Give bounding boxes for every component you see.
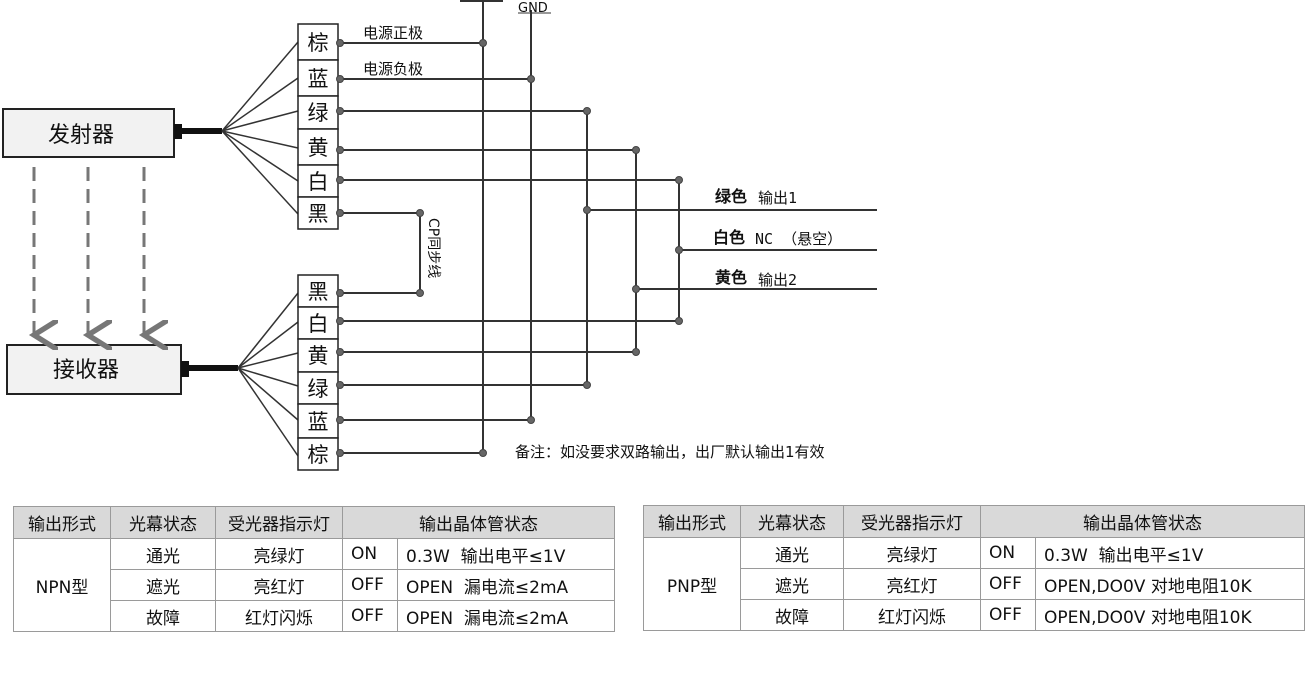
npn-header-transistor: 输出晶体管状态 [342,506,615,539]
wiring-diagram: GND 电源正极 电源负极 发射器 接收器 棕 [2,0,877,471]
indicator-cell: 亮红灯 [843,568,981,600]
emitter-wire-white: 白 [308,170,329,194]
indicator-cell: 亮绿灯 [843,537,981,569]
receiver-terminals [297,274,339,471]
indicator-cell: 亮绿灯 [215,538,343,570]
npn-header-output-type: 输出形式 [13,506,111,539]
receiver-wire-green: 绿 [308,377,329,401]
emitter-wire-green: 绿 [308,101,329,125]
detail-cell: 0.3W 输出电平≤1V [1035,537,1305,569]
pnp-header-output-type: 输出形式 [643,505,741,538]
table-row: 遮光 亮红灯 OFF OPEN 漏电流≤2mA [14,569,615,601]
on-off-cell: OFF [342,600,398,632]
on-off-cell: OFF [980,568,1036,600]
detail-cell: OPEN 漏电流≤2mA [397,600,615,632]
pnp-table: 输出形式 光幕状态 受光器指示灯 输出晶体管状态 PNP型 通光 亮绿灯 ON … [643,505,1305,631]
pnp-header-transistor: 输出晶体管状态 [980,505,1305,538]
pnp-header-row: 输出形式 光幕状态 受光器指示灯 输出晶体管状态 [643,505,1305,538]
on-off-cell: OFF [980,599,1036,631]
supply-negative-label: 电源负极 [363,60,423,78]
state-cell: 通光 [740,537,844,569]
detail-cell: 0.3W 输出电平≤1V [397,538,615,570]
receiver-box [6,344,182,395]
indicator-cell: 红灯闪烁 [215,600,343,632]
emitter-connector [174,124,182,139]
receiver-wire-blue: 蓝 [308,410,329,434]
on-off-cell: ON [342,538,398,570]
output-nc-color: 白色 [713,228,745,247]
pnp-header-curtain-state: 光幕状态 [740,505,844,538]
state-cell: 故障 [740,599,844,631]
detail-cell: OPEN 漏电流≤2mA [397,569,615,601]
on-off-cell: ON [980,537,1036,569]
emitter-fan-wires [221,41,299,215]
output-nc-desc: NC （悬空） [755,230,842,248]
npn-header-row: 输出形式 光幕状态 受光器指示灯 输出晶体管状态 [13,506,615,539]
state-cell: 遮光 [110,569,216,601]
npn-header-indicator: 受光器指示灯 [215,506,343,539]
detail-cell: OPEN,DO0V 对地电阻10K [1035,599,1305,631]
table-row: PNP型 通光 亮绿灯 ON 0.3W 输出电平≤1V [643,537,1305,631]
output-2-desc: 输出2 [758,271,797,289]
npn-table: 输出形式 光幕状态 受光器指示灯 输出晶体管状态 NPN型 通光 亮绿灯 ON … [13,506,615,632]
pnp-header-indicator: 受光器指示灯 [843,505,981,538]
state-cell: 通光 [110,538,216,570]
on-off-cell: OFF [342,569,398,601]
table-row: 故障 红灯闪烁 OFF OPEN,DO0V 对地电阻10K [644,599,1305,631]
supply-positive-label: 电源正极 [363,24,423,42]
receiver-output-wires [340,292,679,454]
output-2-color: 黄色 [715,268,747,287]
emitter-wire-brown: 棕 [308,31,329,55]
table-row: 故障 红灯闪烁 OFF OPEN 漏电流≤2mA [14,600,615,632]
receiver-label: 接收器 [53,358,119,383]
output-1-color: 绿色 [715,187,747,206]
emitter-terminals [297,23,339,230]
state-cell: 遮光 [740,568,844,600]
receiver-wire-brown: 棕 [308,443,329,467]
npn-type-cell: NPN型 [13,538,111,632]
pnp-type-cell: PNP型 [643,537,741,631]
receiver-wire-yellow: 黄 [308,344,329,368]
note-text: 备注：如没要求双路输出，出厂默认输出1有效 [515,443,825,461]
emitter-output-wires [340,42,679,293]
emitter-box [2,108,175,158]
receiver-connector [181,361,189,377]
emitter-wire-yellow: 黄 [308,136,329,160]
state-cell: 故障 [110,600,216,632]
table-row: NPN型 通光 亮绿灯 ON 0.3W 输出电平≤1V [13,538,615,632]
receiver-fan-wires [237,292,299,457]
receiver-wire-white: 白 [308,312,329,336]
emitter-wire-black: 黑 [308,202,329,226]
detail-cell: OPEN,DO0V 对地电阻10K [1035,568,1305,600]
junction-dots [336,39,683,457]
indicator-cell: 红灯闪烁 [843,599,981,631]
receiver-wire-black: 黑 [308,280,329,304]
emitter-wire-blue: 蓝 [308,67,329,91]
indicator-cell: 亮红灯 [215,569,343,601]
sync-line-label: CP同步线 [425,218,441,278]
emitter-label: 发射器 [48,123,114,148]
table-row: 遮光 亮红灯 OFF OPEN,DO0V 对地电阻10K [644,568,1305,600]
gnd-label: GND [518,1,548,16]
output-bus-lines [586,111,877,385]
output-1-desc: 输出1 [758,189,797,207]
npn-header-curtain-state: 光幕状态 [110,506,216,539]
